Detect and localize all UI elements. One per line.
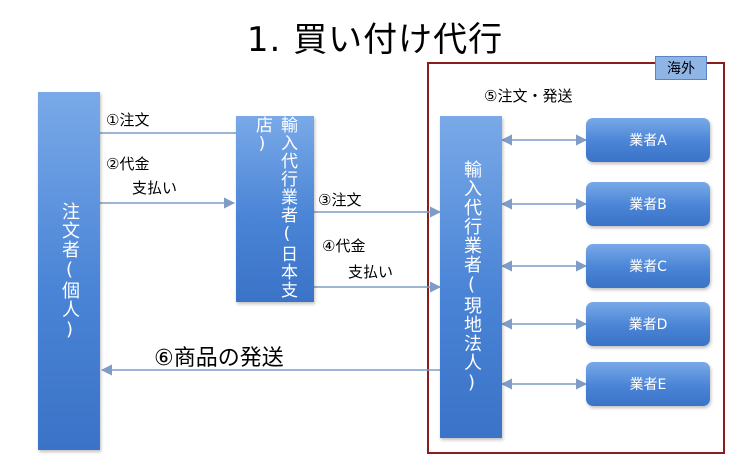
local-agent-box: 輸入代行業者(現地法人) [440, 116, 502, 438]
vendor-d-box: 業者D [586, 302, 710, 346]
japan-agent-box: 輸入代行業者(日本支店) [236, 116, 314, 302]
customer-label: 注文者(個人) [59, 201, 80, 341]
customer-box: 注文者(個人) [38, 92, 100, 450]
vendor-e-box: 業者E [586, 362, 710, 406]
japan-agent-label: 輸入代行業者(日本支店) [252, 116, 297, 299]
overseas-frame [427, 62, 725, 454]
step-6-label: ⑥商品の発送 [154, 346, 284, 371]
step-1-label: ①注文 [106, 111, 150, 129]
vendor-c-box: 業者C [586, 244, 710, 288]
overseas-label: 海外 [655, 56, 707, 80]
step-2-label-line2: 支払い [132, 179, 178, 197]
step-3-label: ③注文 [318, 191, 362, 209]
step-2-label-line1: ②代金 [106, 155, 150, 173]
step-4-label-line1: ④代金 [322, 237, 366, 255]
page-title: 1. 買い付け代行 [246, 20, 504, 60]
vendor-a-box: 業者A [586, 118, 710, 162]
step-5-label: ⑤注文・発送 [484, 87, 573, 105]
vendor-b-box: 業者B [586, 182, 710, 226]
step-4-label-line2: 支払い [348, 263, 394, 281]
local-agent-label: 輸入代行業者(現地法人) [461, 160, 482, 394]
